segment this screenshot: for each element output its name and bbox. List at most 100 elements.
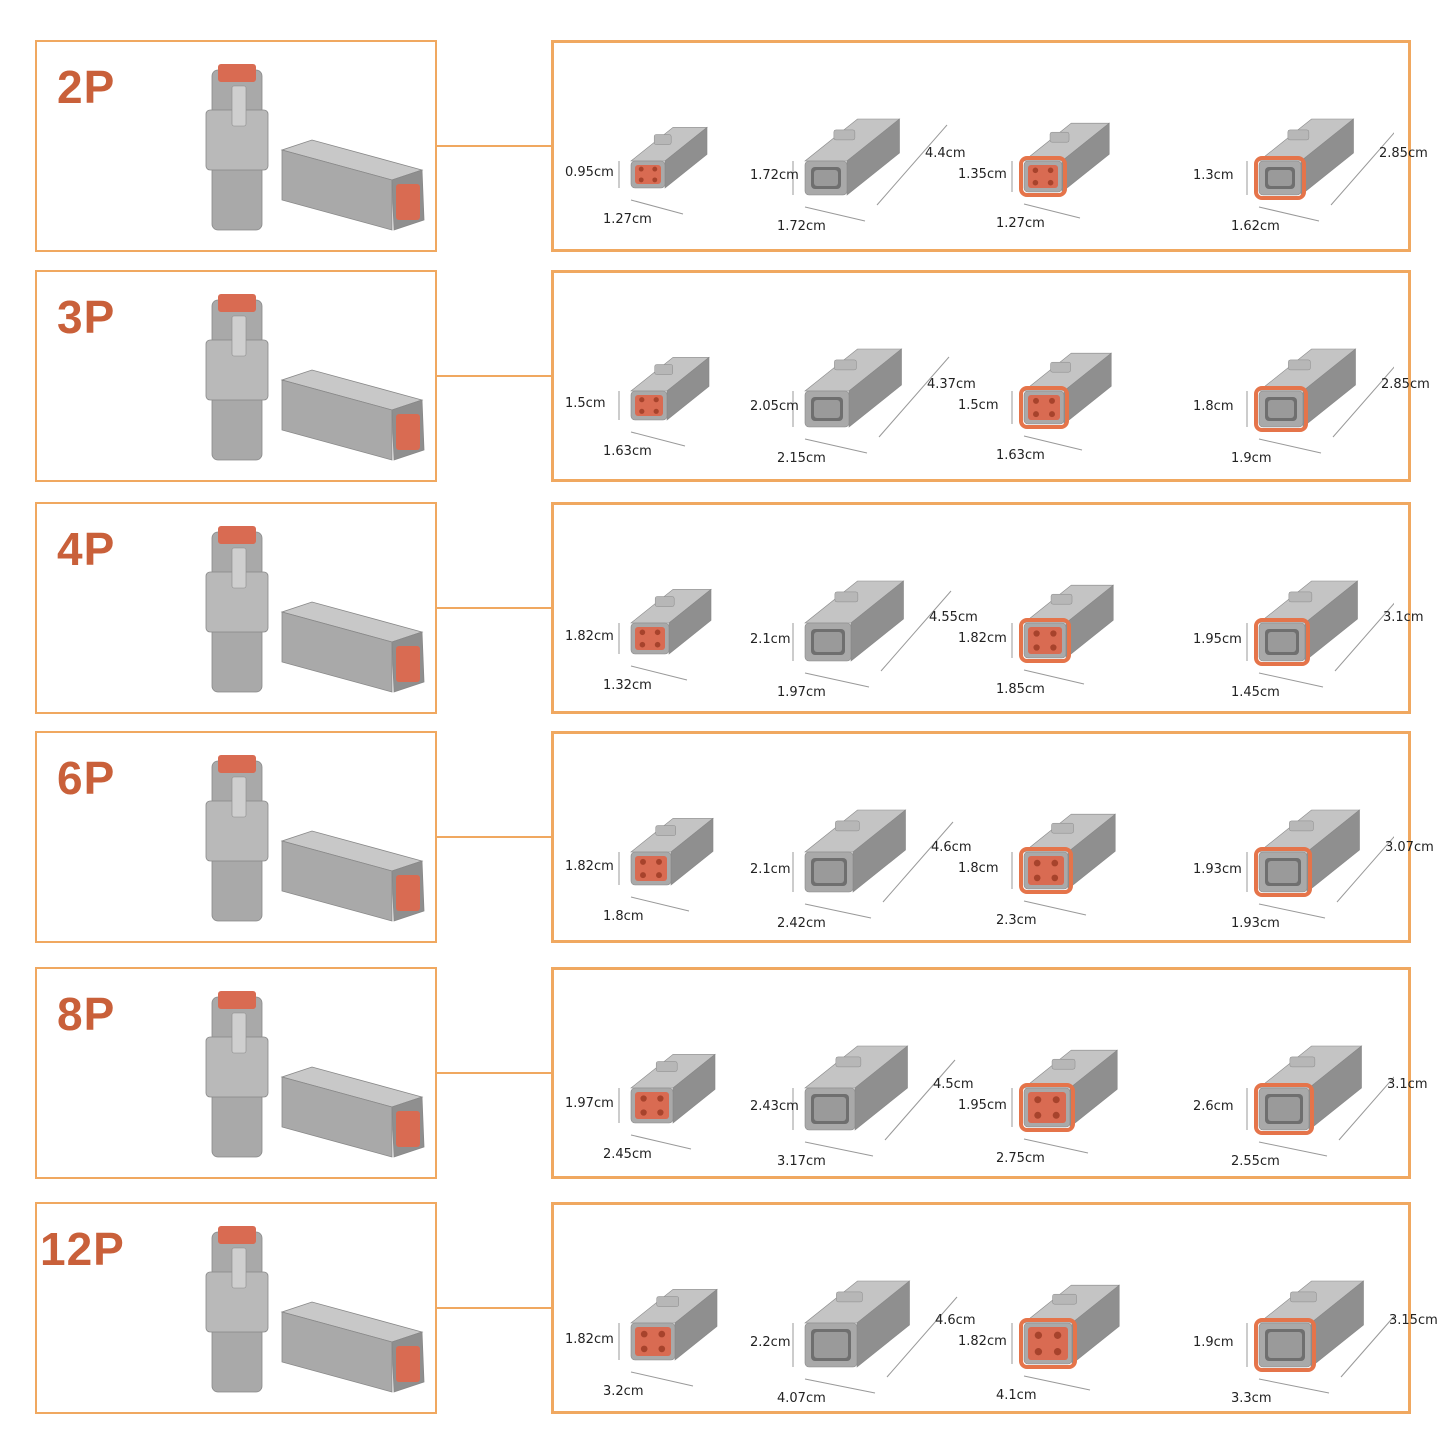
connector-hero-image: [205, 526, 425, 693]
divider-line: [437, 607, 551, 609]
height-label: 1.82cm: [565, 1331, 614, 1347]
length-dimension-line: [1340, 1315, 1394, 1378]
connector-pair-image: [205, 991, 425, 1158]
connector-part-image: [1019, 813, 1117, 894]
height-label: 2.43cm: [750, 1099, 799, 1114]
divider-line: [437, 836, 551, 838]
connector-part-image: [1019, 1049, 1119, 1132]
divider-line: [437, 1307, 551, 1309]
width-dimension-line: [804, 903, 872, 919]
connector-overview-panel: 6P: [35, 731, 437, 943]
length-dimension-line: [1332, 366, 1394, 438]
connector-part-image: [804, 348, 903, 428]
connector-part-1: 1.82cm 1.8cm: [561, 734, 771, 938]
height-label: 1.82cm: [958, 1333, 1007, 1349]
connector-part-image: [630, 126, 708, 189]
width-label: 2.42cm: [777, 916, 826, 931]
height-label: 1.5cm: [958, 397, 999, 413]
width-dimension-line: [1023, 1375, 1091, 1391]
divider-line: [437, 375, 551, 377]
width-dimension-line: [1258, 1378, 1330, 1394]
length-label: 3.1cm: [1383, 610, 1424, 625]
length-label: 2.85cm: [1381, 377, 1430, 392]
width-dimension-line: [804, 1378, 876, 1394]
width-dimension-line: [1023, 900, 1087, 916]
height-label: 1.8cm: [1193, 399, 1234, 414]
width-dimension-line: [1023, 203, 1081, 219]
connector-hero-image: [205, 1226, 425, 1393]
height-label: 2.1cm: [750, 632, 791, 647]
width-label: 1.8cm: [603, 909, 644, 924]
pin-count-label: 3P: [57, 291, 116, 343]
connector-hero-image: [205, 991, 425, 1158]
length-dimension-line: [886, 1296, 958, 1378]
connector-part-image: [1254, 1280, 1365, 1372]
connector-part-image: [1019, 122, 1111, 197]
height-label: 1.82cm: [565, 858, 614, 874]
connector-part-image: [1019, 584, 1115, 663]
width-label: 3.3cm: [1231, 1391, 1272, 1406]
connector-pair-image: [205, 526, 425, 693]
width-label: 1.9cm: [1231, 451, 1272, 466]
width-label: 1.85cm: [996, 682, 1045, 697]
connector-part-image: [804, 1045, 909, 1131]
width-label: 1.93cm: [1231, 916, 1280, 931]
pin-count-label: 8P: [57, 988, 116, 1040]
height-label: 1.82cm: [565, 628, 614, 644]
height-label: 2.05cm: [750, 399, 799, 414]
width-label: 2.55cm: [1231, 1154, 1280, 1169]
length-dimension-line: [884, 1059, 956, 1141]
connector-hero-image: [205, 64, 425, 231]
length-label: 4.5cm: [933, 1077, 974, 1092]
connector-part-image: [804, 1280, 911, 1368]
width-dimension-line: [1258, 206, 1320, 222]
width-dimension-line: [804, 1141, 874, 1157]
width-dimension-line: [630, 665, 688, 681]
divider-line: [437, 145, 551, 147]
length-label: 4.6cm: [931, 840, 972, 855]
height-label: 1.9cm: [1193, 1335, 1234, 1350]
height-label: 1.3cm: [1193, 168, 1234, 183]
connector-part-image: [630, 1288, 718, 1361]
connector-overview-panel: 12P: [35, 1202, 437, 1414]
pin-count-label: 4P: [57, 523, 116, 575]
width-dimension-line: [1258, 903, 1326, 919]
width-label: 1.63cm: [996, 448, 1045, 463]
width-dimension-line: [1258, 1141, 1328, 1157]
connector-part-image: [804, 118, 901, 196]
connector-part-image: [804, 809, 907, 893]
width-label: 2.45cm: [603, 1147, 652, 1162]
width-dimension-line: [1023, 435, 1083, 451]
connector-part-image: [630, 817, 714, 886]
pin-count-label: 2P: [57, 61, 116, 113]
height-label: 2.2cm: [750, 1335, 791, 1350]
connector-part-image: [1019, 1284, 1121, 1369]
width-label: 1.45cm: [1231, 685, 1280, 700]
length-label: 3.15cm: [1389, 1313, 1438, 1328]
connector-overview-panel: 2P: [35, 40, 437, 252]
connector-part-image: [630, 1053, 716, 1124]
height-label: 1.95cm: [958, 1097, 1007, 1113]
width-label: 1.27cm: [603, 212, 652, 227]
width-label: 2.15cm: [777, 451, 826, 466]
length-label: 4.55cm: [929, 610, 978, 625]
width-dimension-line: [630, 896, 690, 912]
connector-pair-image: [205, 755, 425, 922]
connector-overview-panel: 3P: [35, 270, 437, 482]
width-label: 1.27cm: [996, 216, 1045, 231]
length-label: 3.07cm: [1385, 840, 1434, 855]
